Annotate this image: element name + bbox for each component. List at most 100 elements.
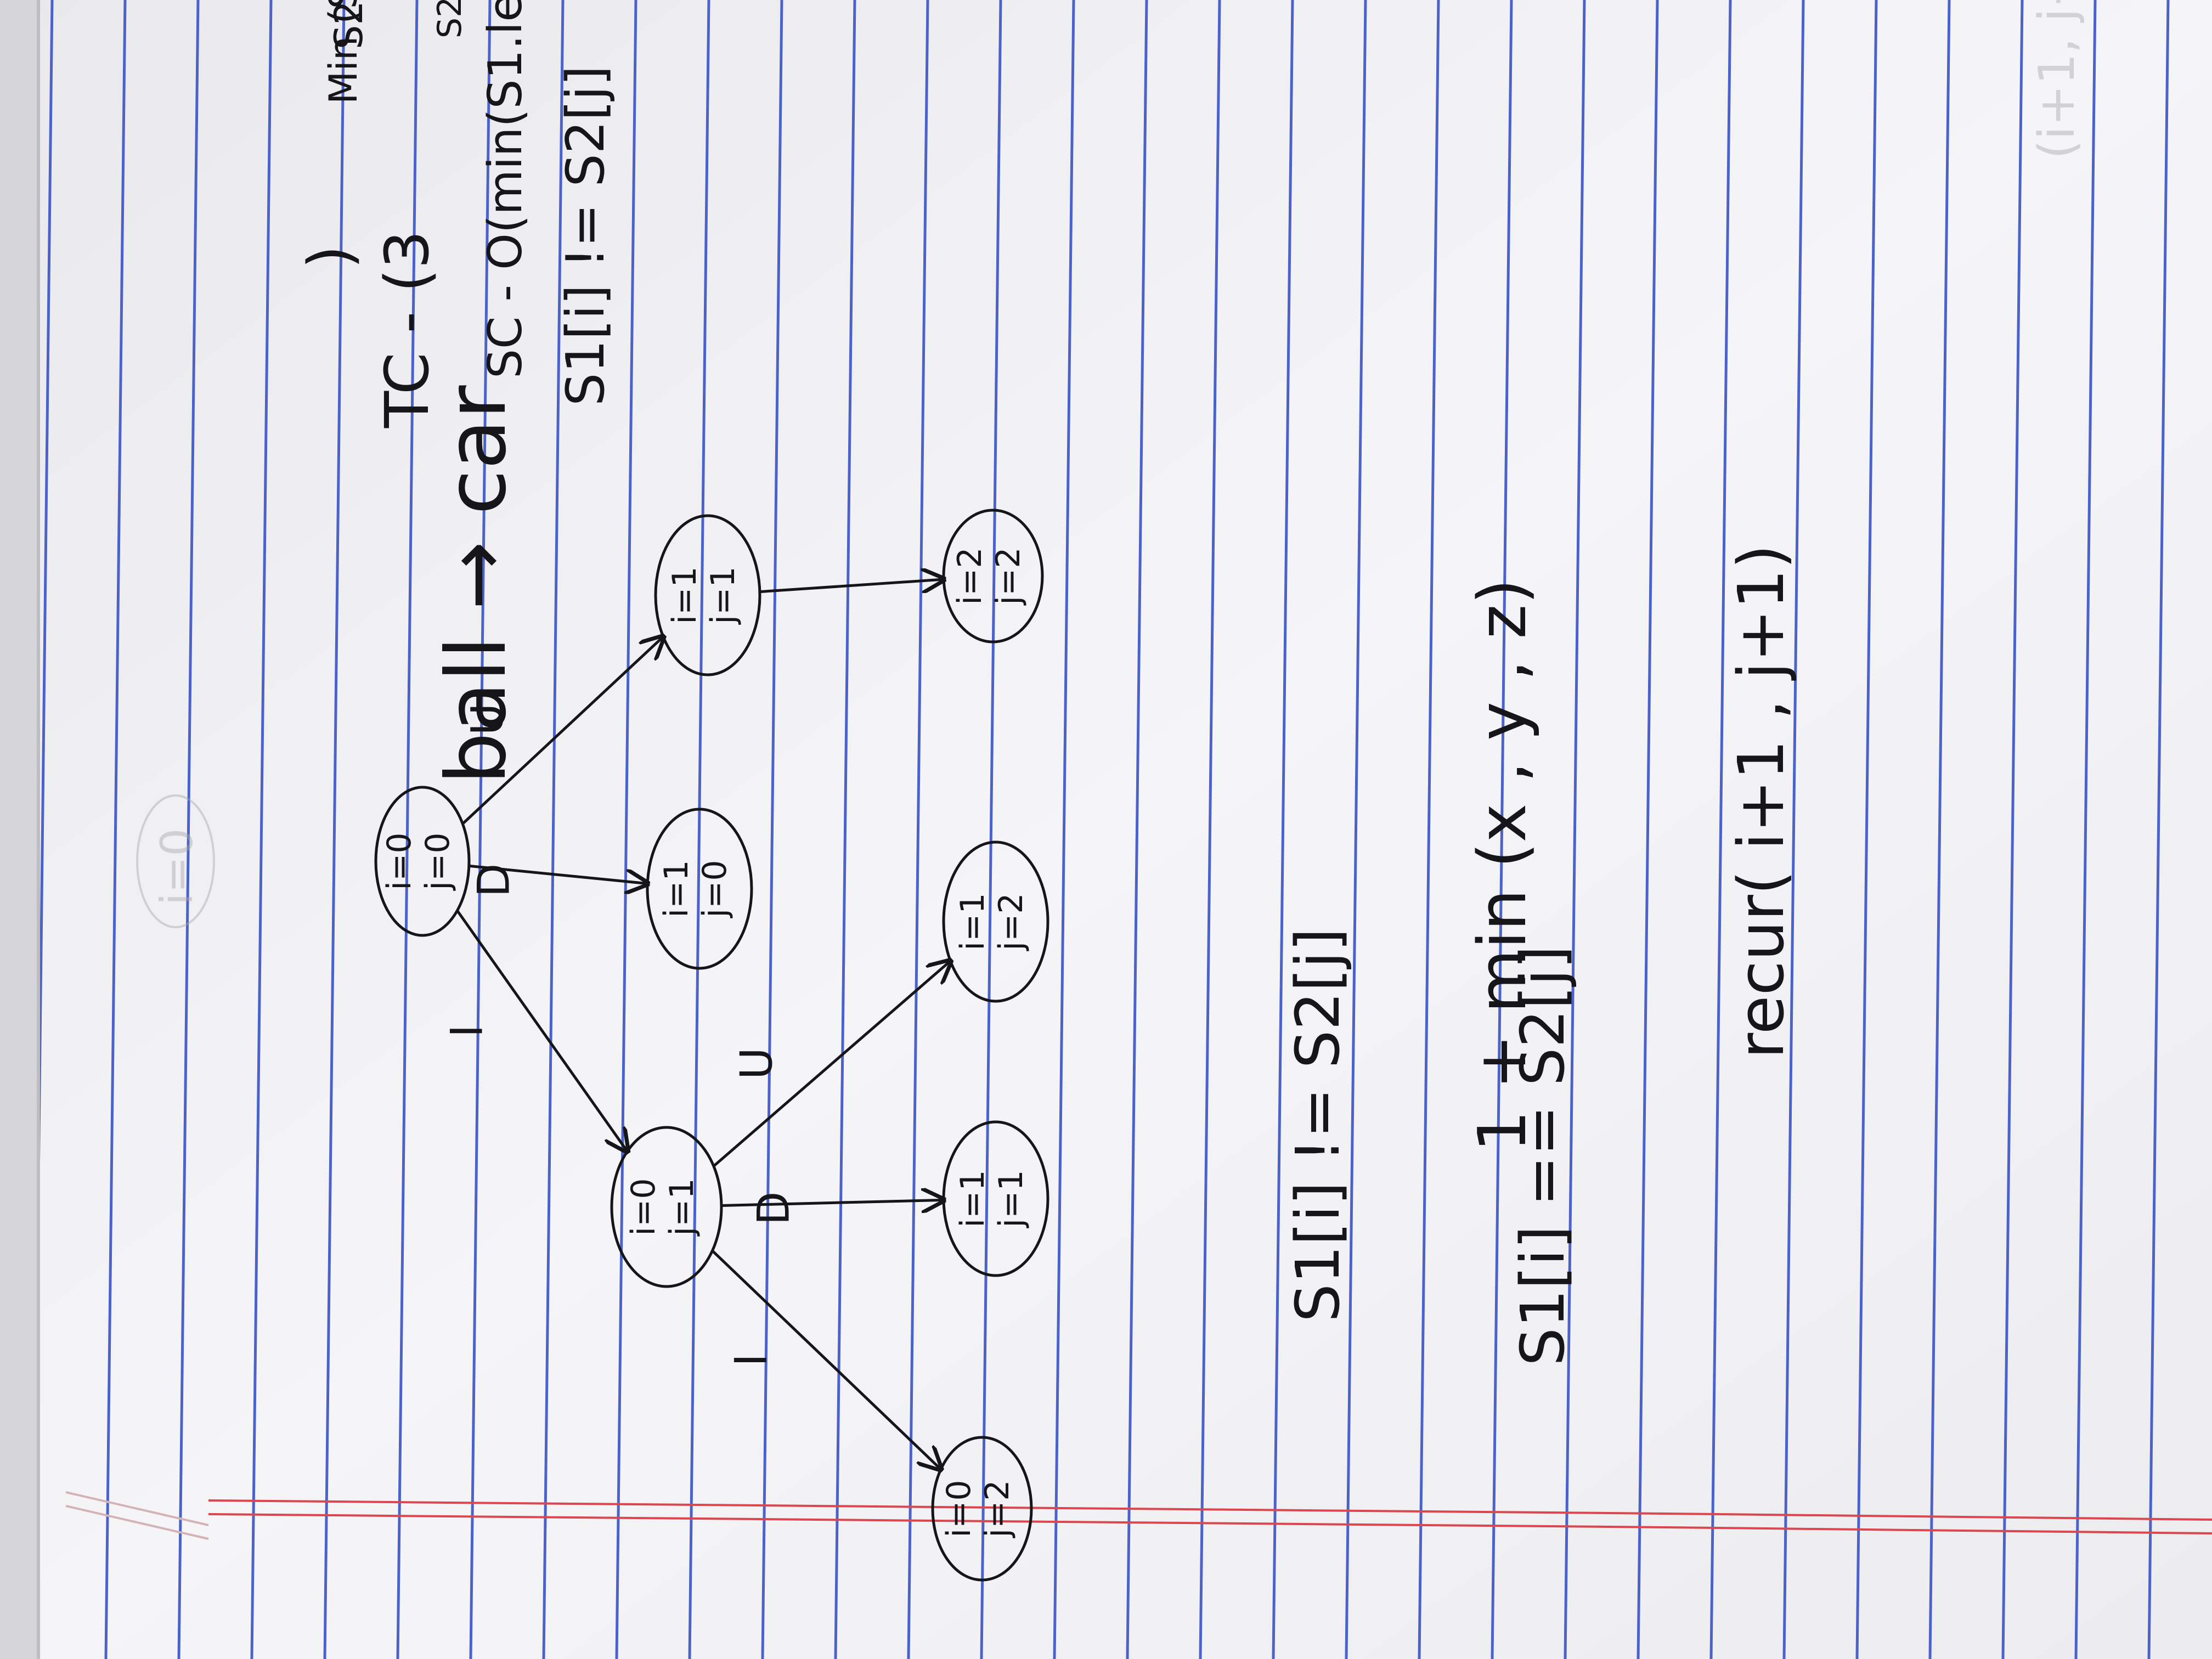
node-ellipse (374, 786, 471, 937)
rule-line (1491, 0, 1513, 1659)
tc-text: TC - (3 (372, 230, 442, 428)
rule-line (1637, 0, 1659, 1659)
rule-line (104, 0, 127, 1659)
node-i-label: i=0 (940, 1480, 978, 1537)
edge-label: D (469, 864, 520, 898)
bleed-through: (i+1, j+1) i=0 (136, 0, 2086, 928)
rule-line (1855, 0, 1878, 1659)
node-j-label: j=2 (989, 547, 1028, 606)
header-words: ball → car (429, 385, 524, 785)
node-j-label: j=2 (978, 1480, 1017, 1538)
rule-line (1272, 0, 1294, 1659)
note-line-4: recur( i+1 , j+1) (1725, 544, 1798, 1059)
node-j-label: j=1 (663, 1178, 701, 1237)
edge-label: I (726, 1353, 777, 1367)
edge-label: I (441, 1024, 492, 1037)
node-ellipse (610, 1126, 723, 1288)
rule-line (615, 0, 637, 1659)
rule-line (1053, 0, 1075, 1659)
rule-line (1418, 0, 1440, 1659)
page-edge (0, 0, 209, 1659)
node-ellipse (942, 1120, 1049, 1277)
rule-line (1199, 0, 1221, 1659)
note-line-1: S1[i] != S2[j] (1283, 928, 1353, 1322)
tree-edge (456, 910, 627, 1152)
node-i-label: i=0 (380, 832, 419, 890)
edge-label: D (748, 1192, 799, 1226)
tc-close: ) (295, 245, 365, 269)
node-ellipse (931, 1436, 1033, 1582)
recurrence-notes: S1[i] != S2[j] 1 + min (x , y , z) S1[i]… (1283, 544, 1798, 1366)
tree-edge (721, 1200, 944, 1205)
ruled-lines (31, 0, 2170, 1659)
note-line-3: S1[i] == S2[j] (1508, 945, 1578, 1366)
node-i-label: i=1 (665, 566, 704, 624)
node-i-label: i=1 (953, 893, 992, 950)
tc-sup2: S2.length() (326, 0, 371, 49)
tree-edge (469, 864, 647, 883)
rule-line (834, 0, 856, 1659)
node-j-label: j=1 (704, 566, 742, 625)
rule-line (396, 0, 419, 1659)
rule-line (1709, 0, 1732, 1659)
margin-lines (208, 1499, 2212, 1534)
rule-line (907, 0, 929, 1659)
tc-sup: Min (S1.length(), (321, 0, 366, 104)
rule-line (2074, 0, 2097, 1659)
node-i-label: i=1 (953, 1170, 992, 1227)
sc-sup: S2.length() (431, 0, 469, 38)
node-ellipse (942, 509, 1044, 644)
rule-line (1782, 0, 1805, 1659)
tree-edge-labels: I D U I D U (441, 703, 799, 1367)
node-i-label: i=0 (624, 1178, 663, 1235)
rule-line (542, 0, 565, 1659)
rule-line (1345, 0, 1367, 1659)
tree-edges (456, 579, 951, 1469)
cond-text: S1[i] != S2[j] (556, 65, 616, 406)
rule-line (761, 0, 783, 1659)
rule-line (1928, 0, 1951, 1659)
complexity-block: TC - (3 ) Min (S1.length(), S2.length() … (295, 0, 616, 428)
edge-label: U (731, 1047, 782, 1080)
rule-line (980, 0, 1002, 1659)
rule-line (323, 0, 346, 1659)
node-j-label: j=0 (696, 860, 734, 918)
node-j-label: j=1 (992, 1170, 1030, 1228)
rule-line (469, 0, 492, 1659)
rule-line (2147, 0, 2170, 1659)
rule-line (2001, 0, 2024, 1659)
rule-line (177, 0, 200, 1659)
node-ellipse (654, 514, 761, 676)
node-j-label: j=0 (419, 832, 457, 891)
edge-label: U (462, 703, 513, 736)
bleed-text-top: (i+1, j+1) (2028, 0, 2086, 159)
tree-edge (461, 637, 663, 825)
sc-text: SC - O(min(S1.length() (478, 0, 533, 379)
node-i-label: i=2 (951, 547, 989, 605)
rule-line (688, 0, 710, 1659)
bleed-text-left: i=0 (151, 828, 202, 905)
node-ellipse (646, 808, 753, 970)
node-i-label: i=1 (657, 860, 696, 917)
node-j-label: j=2 (992, 893, 1030, 951)
rule-line (1126, 0, 1148, 1659)
node-ellipse (942, 840, 1049, 1003)
tree-edge (711, 1250, 940, 1469)
note-line-2: 1 + min (x , y , z) (1465, 579, 1541, 1152)
tree-edge (713, 961, 951, 1167)
tree-edge (759, 579, 944, 592)
rule-line (1564, 0, 1586, 1659)
rule-line (250, 0, 273, 1659)
